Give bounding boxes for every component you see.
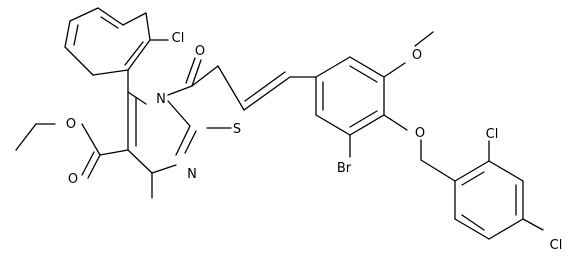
bond (167, 100, 191, 127)
carbonyl-oxygen-label: O (195, 44, 205, 59)
bromine-label: Br (337, 161, 352, 176)
bond (349, 56, 385, 78)
bond (414, 31, 434, 47)
bond (64, 46, 94, 76)
bond (99, 149, 129, 156)
bond (124, 41, 144, 66)
bond (122, 12, 147, 26)
bond (127, 39, 151, 71)
bond (87, 154, 101, 179)
ether-oxygen-label: O (415, 126, 425, 141)
bond (461, 171, 485, 186)
bond (100, 16, 119, 29)
bond (315, 56, 351, 78)
bond (92, 69, 129, 76)
bond (175, 125, 191, 156)
bond (191, 65, 219, 87)
bond (349, 65, 378, 83)
bond (64, 20, 71, 48)
bond-lines (15, 7, 544, 240)
bond (243, 76, 291, 111)
bond (244, 71, 286, 102)
chlorine-label: Cl (172, 31, 185, 46)
bond (454, 218, 490, 240)
bond (127, 149, 153, 174)
sulfur-label: S (233, 122, 241, 137)
bond (184, 130, 197, 154)
bond (349, 114, 385, 136)
bond (15, 123, 37, 151)
ortho-chlorine-label: Cl (486, 127, 499, 142)
bond (73, 24, 79, 46)
bond (145, 12, 151, 41)
bond (167, 85, 193, 96)
bond (191, 59, 202, 87)
bond (127, 91, 147, 105)
bond (81, 151, 95, 176)
bond (383, 114, 408, 131)
bond (69, 7, 99, 22)
bond (97, 7, 124, 26)
para-chlorine-label: Cl (550, 238, 563, 253)
bond (420, 159, 456, 182)
bond (151, 164, 177, 174)
atom-labels: Cl O N S O O O O N Br Cl Cl (66, 31, 562, 253)
ring-nitrogen-label: N (156, 92, 166, 107)
bond (315, 114, 351, 136)
bond (488, 160, 524, 182)
bond (349, 110, 378, 128)
ester-carbonyl-oxygen-label: O (68, 172, 78, 187)
bond (488, 218, 524, 240)
bond (217, 65, 245, 111)
bond (81, 123, 101, 156)
methoxy-oxygen-label: O (412, 48, 422, 63)
pyrimidine-nitrogen-label: N (187, 167, 197, 182)
bond (461, 214, 485, 231)
bond (522, 218, 544, 231)
bond (454, 160, 490, 182)
bond (185, 57, 196, 84)
ester-oxygen-label: O (66, 117, 76, 132)
bond (383, 62, 406, 78)
